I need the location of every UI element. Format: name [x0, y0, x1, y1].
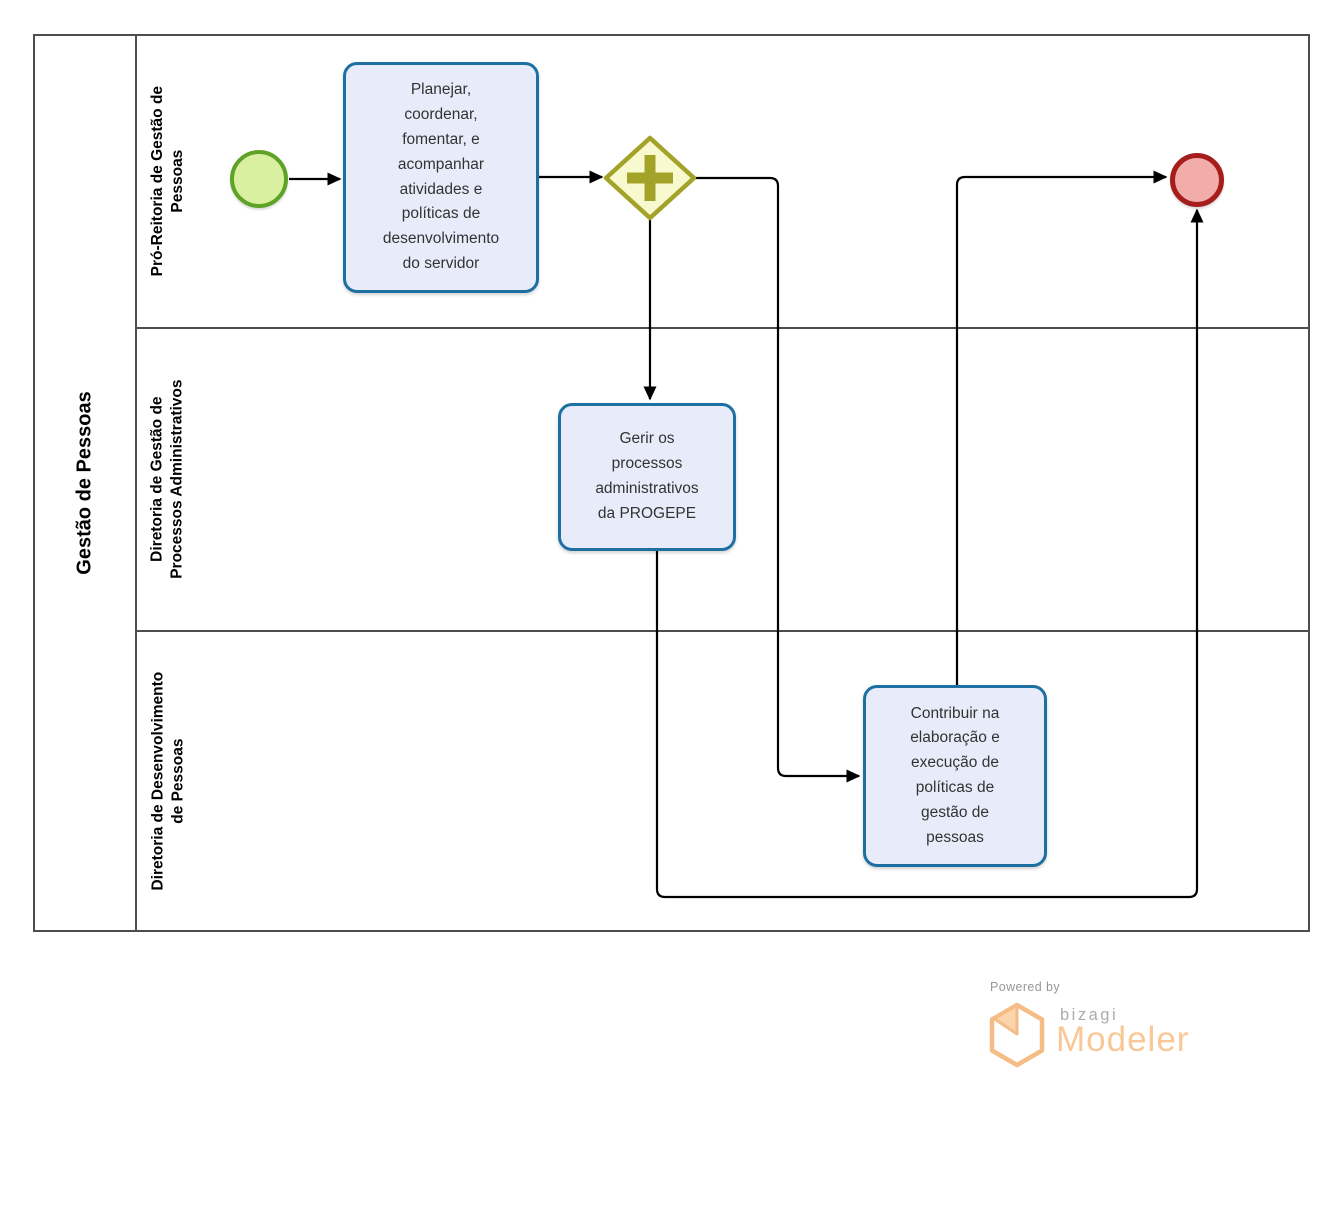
task-label: Planejar, coordenar, fomentar, e acompan…: [382, 81, 500, 272]
lane-label: Diretoria de Gestão de Processos Adminis…: [148, 379, 186, 580]
pool-title-cell: Gestão de Pessoas: [35, 36, 137, 930]
task-label: Gerir os processos administrativos da PR…: [595, 430, 699, 522]
lane-diretoria-desenvolvimento: Diretoria de Desenvolvimento de Pessoas: [137, 632, 1308, 930]
bizagi-modeler-logo: Powered by bizagi Modeler: [988, 978, 1258, 1078]
lane-label-box: Pró-Reitoria de Gestão de Pessoas: [137, 36, 199, 327]
lane-pro-reitoria: Pró-Reitoria de Gestão de Pessoas: [137, 36, 1308, 329]
modeler-product-text: Modeler: [1056, 1020, 1190, 1059]
task-planejar: Planejar, coordenar, fomentar, e acompan…: [343, 62, 539, 293]
bizagi-hexagon-icon: [989, 1002, 1045, 1068]
end-event: [1170, 153, 1224, 207]
lane-label-box: Diretoria de Gestão de Processos Adminis…: [137, 329, 199, 630]
task-gerir: Gerir os processos administrativos da PR…: [558, 403, 736, 551]
start-event: [230, 150, 288, 208]
task-contribuir: Contribuir na elaboração e execução de p…: [863, 685, 1047, 867]
pool-title: Gestão de Pessoas: [74, 391, 96, 575]
lane-label: Pró-Reitoria de Gestão de Pessoas: [148, 86, 187, 277]
powered-by-text: Powered by: [990, 980, 1061, 994]
task-label: Contribuir na elaboração e execução de p…: [910, 704, 1000, 846]
bizagi-brand-text: bizagi: [1060, 1006, 1119, 1024]
lane-label-box: Diretoria de Desenvolvimento de Pessoas: [137, 632, 199, 930]
lane-label: Diretoria de Desenvolvimento de Pessoas: [148, 671, 187, 891]
